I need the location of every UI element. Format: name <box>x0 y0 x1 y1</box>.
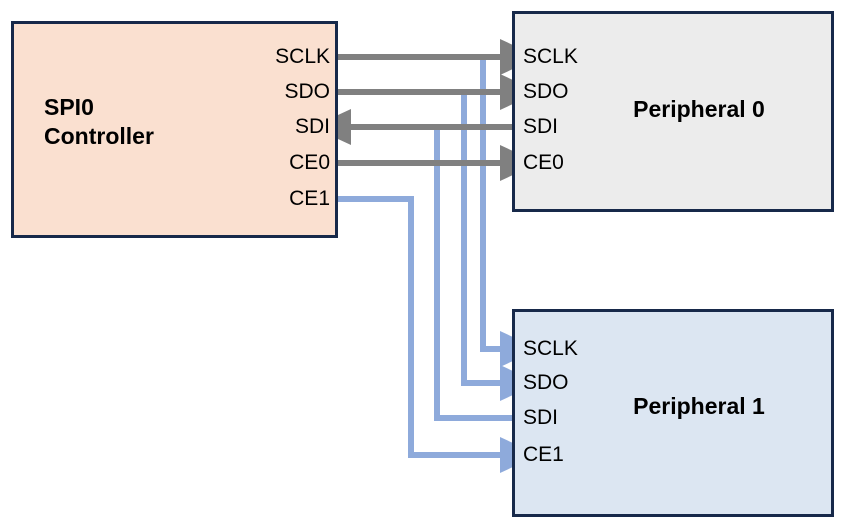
peripheral0-pin-ce0: CE0 <box>523 151 564 174</box>
peripheral0-pin-sdo: SDO <box>523 80 569 103</box>
controller-pin-sclk: SCLK <box>275 45 330 68</box>
peripheral0-block[interactable] <box>512 11 834 212</box>
peripheral1-block[interactable] <box>512 309 834 517</box>
peripheral0-pin-sdi: SDI <box>523 115 559 138</box>
spi0-controller-title: SPI0 Controller <box>44 94 154 149</box>
spi0-controller-block[interactable] <box>11 21 338 238</box>
peripheral1-title: Peripheral 1 <box>633 393 765 419</box>
peripheral1-pin-sdo: SDO <box>523 371 569 394</box>
controller-pin-sdo: SDO <box>284 80 330 103</box>
peripheral0-pin-sclk: SCLK <box>523 45 578 68</box>
peripheral1-pin-sdi: SDI <box>523 406 559 429</box>
peripheral0-title: Peripheral 0 <box>633 96 765 122</box>
wire-p1-sclk <box>480 57 539 367</box>
controller-pin-ce1: CE1 <box>289 187 330 210</box>
peripheral1-pin-sclk: SCLK <box>523 337 578 360</box>
wire-p1-sdo <box>461 92 539 401</box>
controller-pin-sdi: SDI <box>294 115 330 138</box>
controller-pin-ce0: CE0 <box>289 151 330 174</box>
wire-p1-ce1 <box>338 196 539 473</box>
peripheral1-pin-ce1: CE1 <box>523 443 564 466</box>
wire-p1-sdi <box>434 127 512 421</box>
